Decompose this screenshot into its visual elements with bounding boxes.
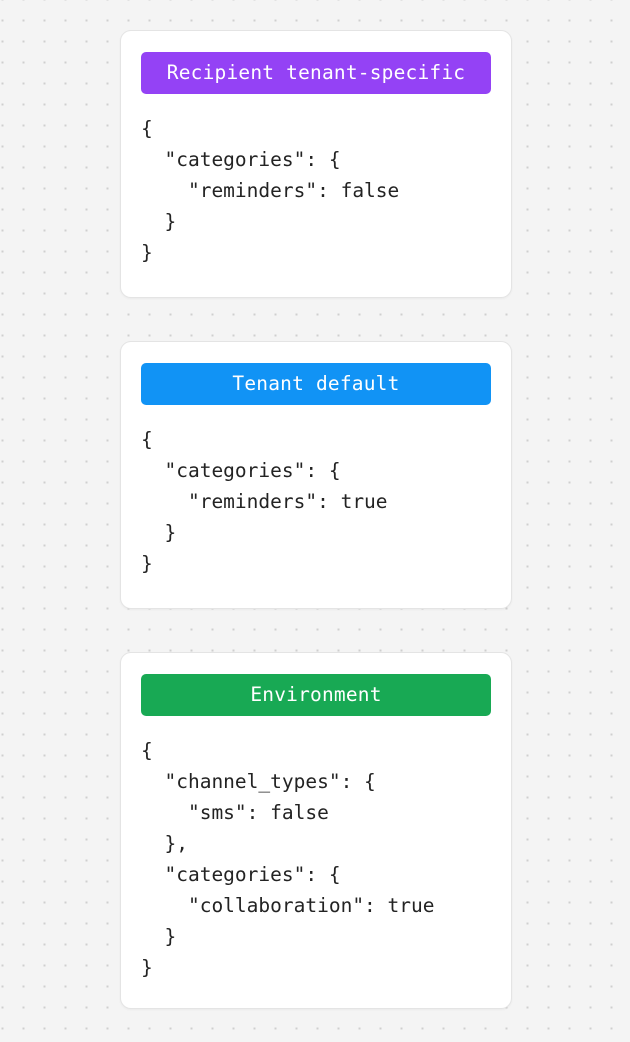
card-recipient-tenant-specific: Recipient tenant-specific { "categories"… <box>120 30 512 298</box>
badge-recipient-tenant-specific: Recipient tenant-specific <box>141 52 491 94</box>
code-block-tenant-default: { "categories": { "reminders": true } } <box>141 428 388 575</box>
card-environment: Environment { "channel_types": { "sms": … <box>120 652 512 1009</box>
code-block-environment: { "channel_types": { "sms": false }, "ca… <box>141 739 435 979</box>
code-block-recipient-tenant-specific: { "categories": { "reminders": false } } <box>141 117 400 264</box>
badge-environment: Environment <box>141 674 491 716</box>
badge-tenant-default: Tenant default <box>141 363 491 405</box>
card-tenant-default: Tenant default { "categories": { "remind… <box>120 341 512 609</box>
